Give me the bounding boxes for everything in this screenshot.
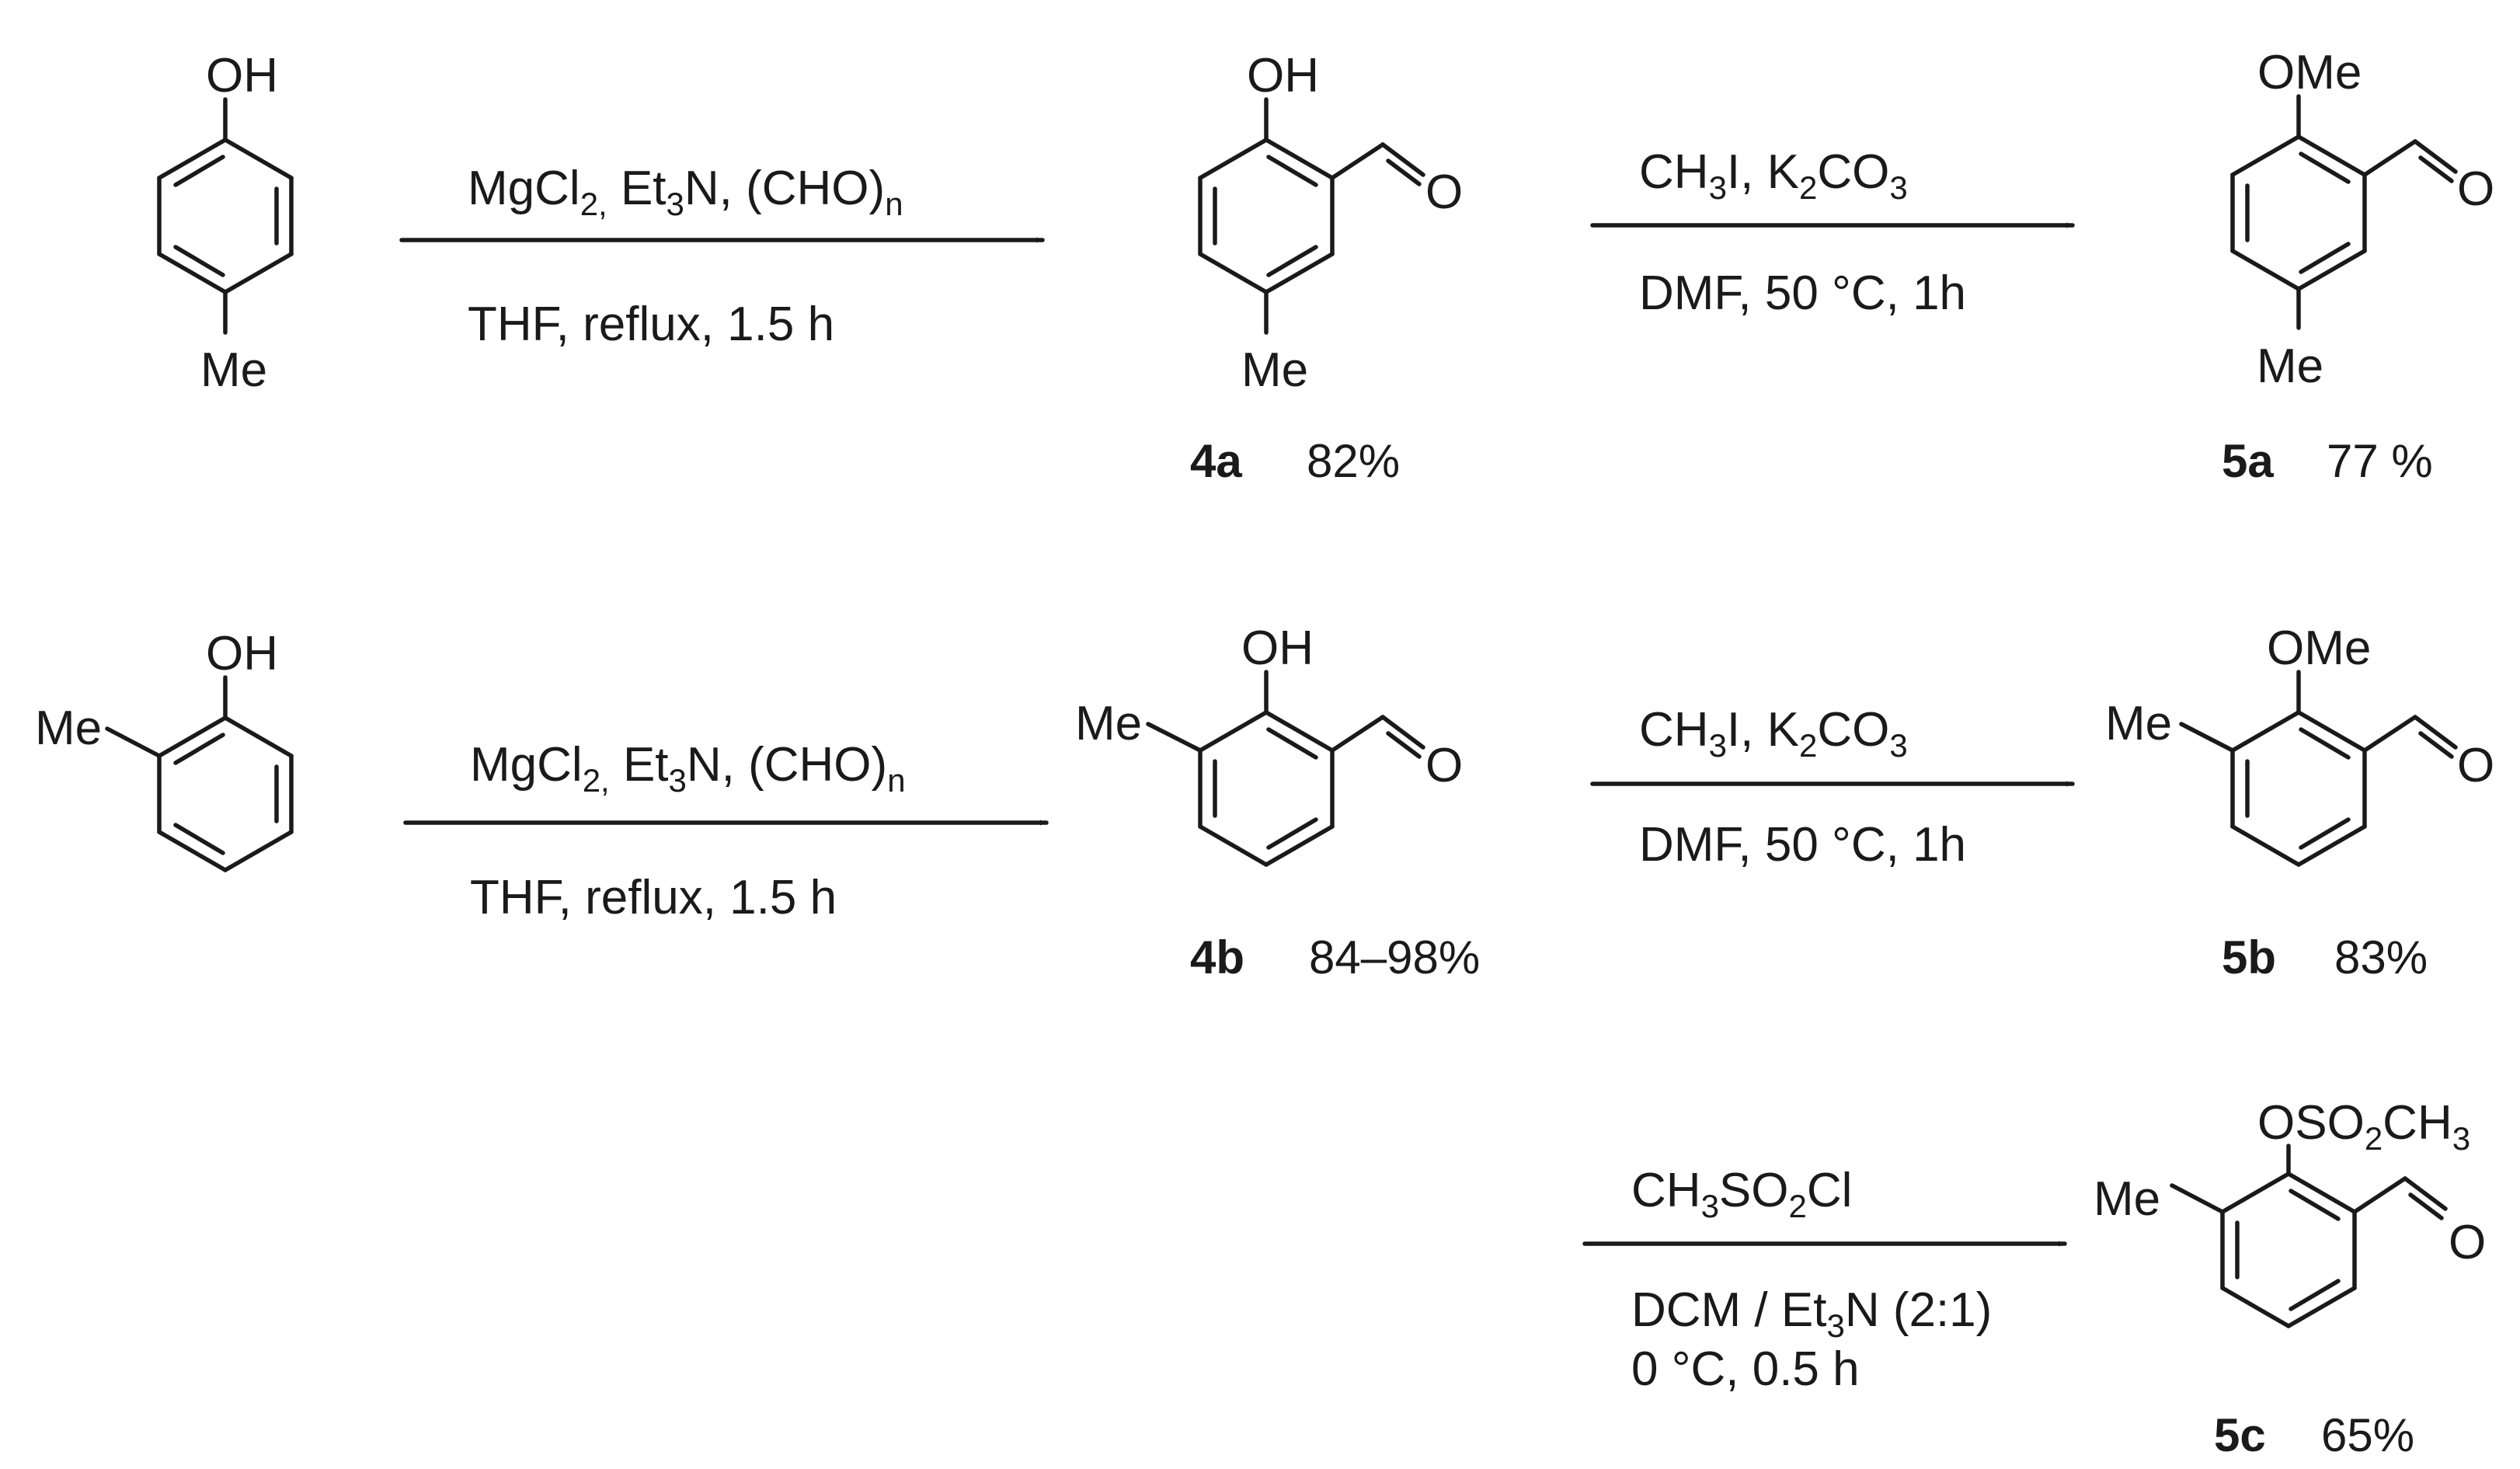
compound-id-5c: 5c — [2214, 1409, 2266, 1461]
oh-label: OH — [206, 49, 278, 103]
aldehyde-o-label: O — [1425, 165, 1463, 219]
me-label: Me — [1075, 697, 1142, 750]
me-label: Me — [200, 343, 267, 397]
arrow-1-reagents: MgCl2, Et3N, (CHO)n — [468, 162, 903, 222]
oh-label: OH — [1241, 621, 1314, 675]
ome-label: OMe — [2267, 621, 2371, 675]
compound-5b-structure: OMe Me O — [2105, 621, 2494, 867]
aldehyde-o-label: O — [2457, 162, 2494, 216]
compound-id-4b: 4b — [1190, 931, 1244, 983]
compound-4b-structure: OH Me O — [1075, 621, 1463, 867]
me-label: Me — [2105, 697, 2172, 750]
arrow-4-reagents: CH3I, K2CO3 — [1639, 703, 1908, 764]
arrow-3-reagents: MgCl2, Et3N, (CHO)n — [470, 738, 906, 799]
compound-id-4a: 4a — [1190, 435, 1242, 487]
o-cresol-structure: OH Me — [35, 627, 294, 872]
me-label: Me — [2094, 1172, 2160, 1226]
arrow-2-reagents: CH3I, K2CO3 — [1639, 145, 1908, 206]
arrow-1-conditions: THF, reflux, 1.5 h — [468, 298, 834, 351]
ome-label: OMe — [2257, 46, 2362, 99]
aldehyde-o-label: O — [2457, 739, 2494, 792]
arrow-5-reagents: CH3SO2Cl — [1631, 1164, 1852, 1224]
aldehyde-o-label: O — [1425, 739, 1463, 792]
compound-4a-structure: OH Me O — [1198, 49, 1463, 397]
aldehyde-o-label: O — [2449, 1216, 2486, 1269]
arrow-3-conditions: THF, reflux, 1.5 h — [470, 871, 837, 924]
compound-id-5a: 5a — [2222, 435, 2274, 487]
compound-id-5b: 5b — [2222, 931, 2276, 983]
yield-5c: 65% — [2321, 1409, 2414, 1461]
oh-label: OH — [206, 627, 278, 681]
yield-5b: 83% — [2334, 931, 2428, 983]
oh-label: OH — [1247, 49, 1319, 103]
yield-5a: 77 % — [2327, 435, 2433, 487]
arrow-2-conditions: DMF, 50 °C, 1h — [1639, 266, 1966, 320]
osulfonyl-label: OSO2CH3 — [2257, 1096, 2470, 1157]
yield-4a: 82% — [1307, 435, 1400, 487]
me-label: Me — [35, 701, 102, 755]
p-cresol-structure: OH Me — [157, 49, 294, 397]
arrow-5-conditions-line-1: DCM / Et3N (2:1) — [1631, 1283, 1992, 1344]
compound-5a-structure: OMe Me O — [2230, 46, 2494, 393]
me-label: Me — [1241, 343, 1308, 397]
yield-4b: 84–98% — [1309, 931, 1480, 983]
arrow-4-conditions: DMF, 50 °C, 1h — [1639, 818, 1966, 872]
me-label: Me — [2257, 339, 2323, 393]
arrow-5-conditions-line-2: 0 °C, 0.5 h — [1631, 1342, 1860, 1396]
compound-5c-structure: OSO2CH3 Me O — [2094, 1096, 2486, 1328]
